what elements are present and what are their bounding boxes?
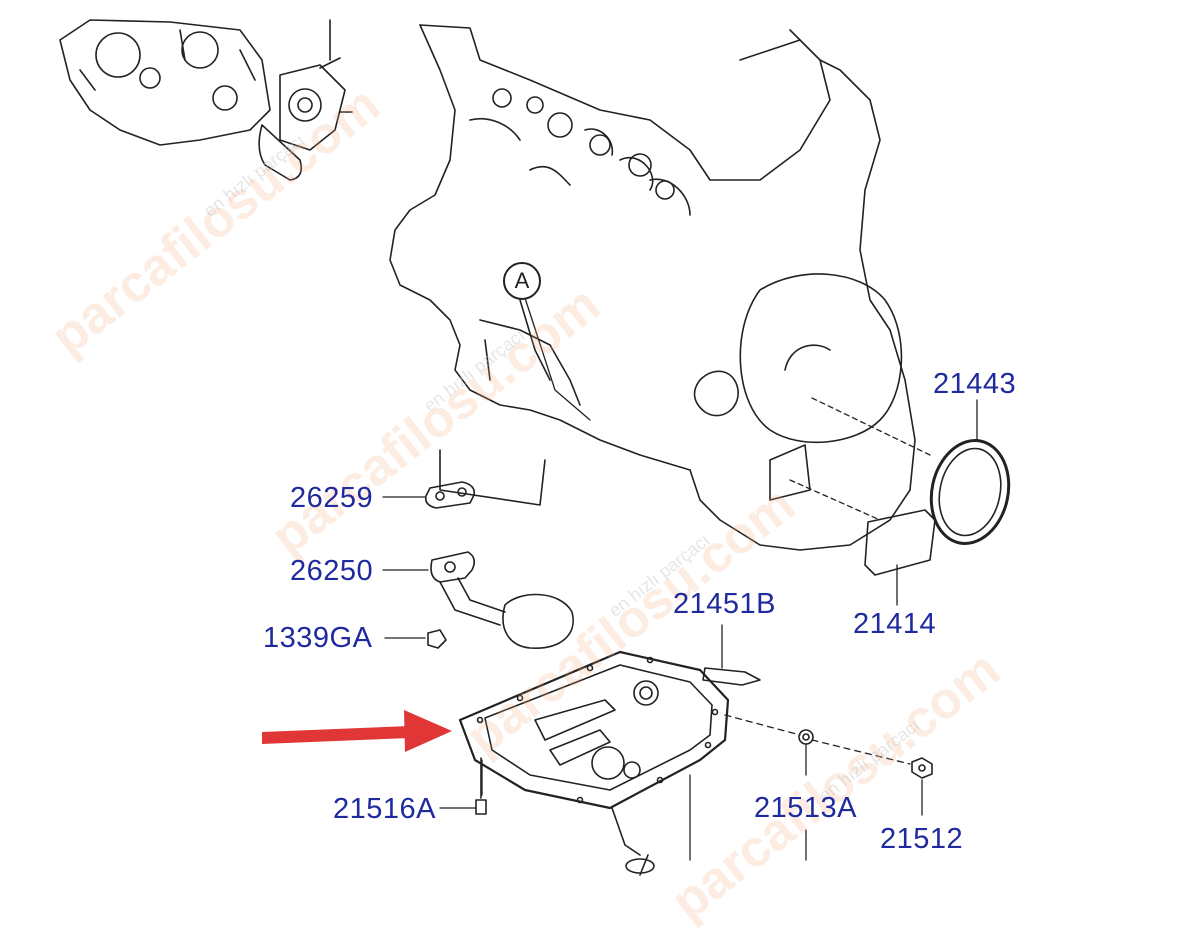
leader-lines — [382, 297, 978, 861]
part-label-21512: 21512 — [880, 823, 964, 855]
part-label-21443: 21443 — [933, 368, 1017, 400]
timing-cover-inset — [59, 19, 353, 181]
part-label-26259: 26259 — [290, 482, 374, 514]
oil-pan — [458, 650, 730, 876]
engine-block — [389, 24, 916, 551]
part-label-26250: 26250 — [290, 555, 374, 587]
rear-oil-seal — [929, 439, 1011, 545]
part-label-1339ga: 1339GA — [263, 622, 373, 654]
part-label-21414: 21414 — [853, 608, 937, 640]
bolt-1339ga — [427, 629, 447, 649]
part-label-21451b: 21451B — [673, 588, 776, 620]
drain-plug-21451b — [702, 667, 761, 686]
part-label-21513a: 21513A — [754, 792, 857, 824]
callout-a: A — [503, 262, 541, 300]
part-label-21516a: 21516A — [333, 793, 436, 825]
bolt-21516a — [475, 757, 487, 815]
strainer-gasket — [424, 481, 476, 509]
oil-strainer — [430, 551, 574, 649]
drain-washer — [798, 729, 814, 745]
engine-oil-pan-exploded-diagram — [59, 19, 1011, 876]
oil-drain-plug — [911, 757, 933, 779]
cover-plate — [864, 509, 936, 576]
highlight-arrow — [262, 710, 452, 752]
